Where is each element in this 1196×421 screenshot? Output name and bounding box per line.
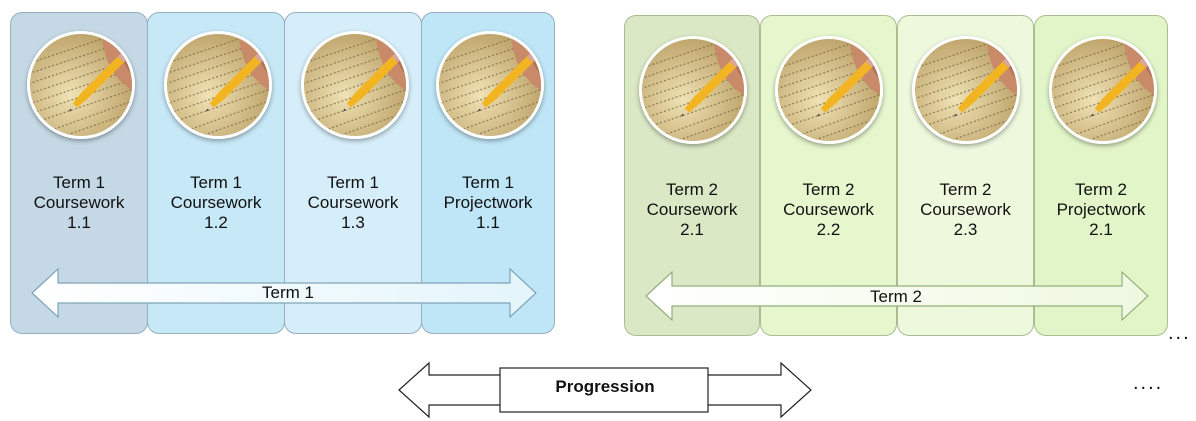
term2-card-4: Term 2 Projectwork 2.1 xyxy=(1034,15,1168,336)
card-label: Term 1 Coursework 1.2 xyxy=(148,173,284,233)
card-work: Coursework xyxy=(646,200,738,219)
exam-photo-icon xyxy=(436,31,544,139)
card-label: Term 2 Coursework 2.3 xyxy=(898,180,1033,240)
card-label: Term 1 Projectwork 1.1 xyxy=(422,173,554,233)
card-number: 2.3 xyxy=(953,220,978,239)
card-work: Projectwork xyxy=(443,193,533,212)
card-number: 2.1 xyxy=(1089,220,1113,239)
card-number: 2.2 xyxy=(816,220,841,239)
term2-card-2: Term 2 Coursework 2.2 xyxy=(760,15,897,336)
term1-card-3: Term 1 Coursework 1.3 xyxy=(284,12,422,334)
term1-double-arrow xyxy=(31,267,537,319)
card-term: Term 1 xyxy=(53,173,105,192)
term2-card-1: Term 2 Coursework 2.1 xyxy=(624,15,760,336)
card-work: Coursework xyxy=(307,193,399,212)
ellipsis-bottom: .... xyxy=(1133,372,1164,394)
exam-photo-icon xyxy=(912,36,1020,144)
card-work: Coursework xyxy=(33,193,125,212)
exam-photo-icon xyxy=(1049,36,1157,144)
card-term: Term 2 xyxy=(802,180,855,199)
exam-photo-icon xyxy=(164,31,272,139)
exam-photo-icon xyxy=(27,31,135,139)
card-number: 1.1 xyxy=(476,213,500,232)
card-work: Projectwork xyxy=(1056,200,1146,219)
term1-card-2: Term 1 Coursework 1.2 xyxy=(147,12,285,334)
ellipsis-right: ... xyxy=(1168,322,1191,344)
card-number: 1.3 xyxy=(341,213,365,232)
card-work: Coursework xyxy=(920,200,1011,219)
card-work: Coursework xyxy=(783,200,874,219)
term2-card-3: Term 2 Coursework 2.3 xyxy=(897,15,1034,336)
card-work: Coursework xyxy=(170,193,262,212)
card-label: Term 2 Coursework 2.1 xyxy=(625,180,759,240)
card-term: Term 2 xyxy=(1075,180,1127,199)
exam-photo-icon xyxy=(639,36,747,144)
card-label: Term 2 Projectwork 2.1 xyxy=(1035,180,1167,240)
term1-card-4: Term 1 Projectwork 1.1 xyxy=(421,12,555,334)
card-label: Term 1 Coursework 1.3 xyxy=(285,173,421,233)
term1-card-1: Term 1 Coursework 1.1 xyxy=(10,12,148,334)
card-number: 1.1 xyxy=(67,213,91,232)
card-term: Term 1 xyxy=(462,173,514,192)
term2-arrow-label: Term 2 xyxy=(870,287,922,306)
card-term: Term 2 xyxy=(939,180,992,199)
card-number: 2.1 xyxy=(680,220,704,239)
progression-double-arrow xyxy=(398,361,812,419)
card-term: Term 1 xyxy=(327,173,379,192)
term2-double-arrow xyxy=(645,270,1149,322)
card-term: Term 1 xyxy=(190,173,242,192)
exam-photo-icon xyxy=(775,36,883,144)
exam-photo-icon xyxy=(301,31,409,139)
progression-label: Progression xyxy=(555,377,655,396)
term1-arrow-label: Term 1 xyxy=(262,283,314,302)
card-term: Term 2 xyxy=(666,180,718,199)
card-number: 1.2 xyxy=(204,213,228,232)
card-label: Term 1 Coursework 1.1 xyxy=(11,173,147,233)
card-label: Term 2 Coursework 2.2 xyxy=(761,180,896,240)
